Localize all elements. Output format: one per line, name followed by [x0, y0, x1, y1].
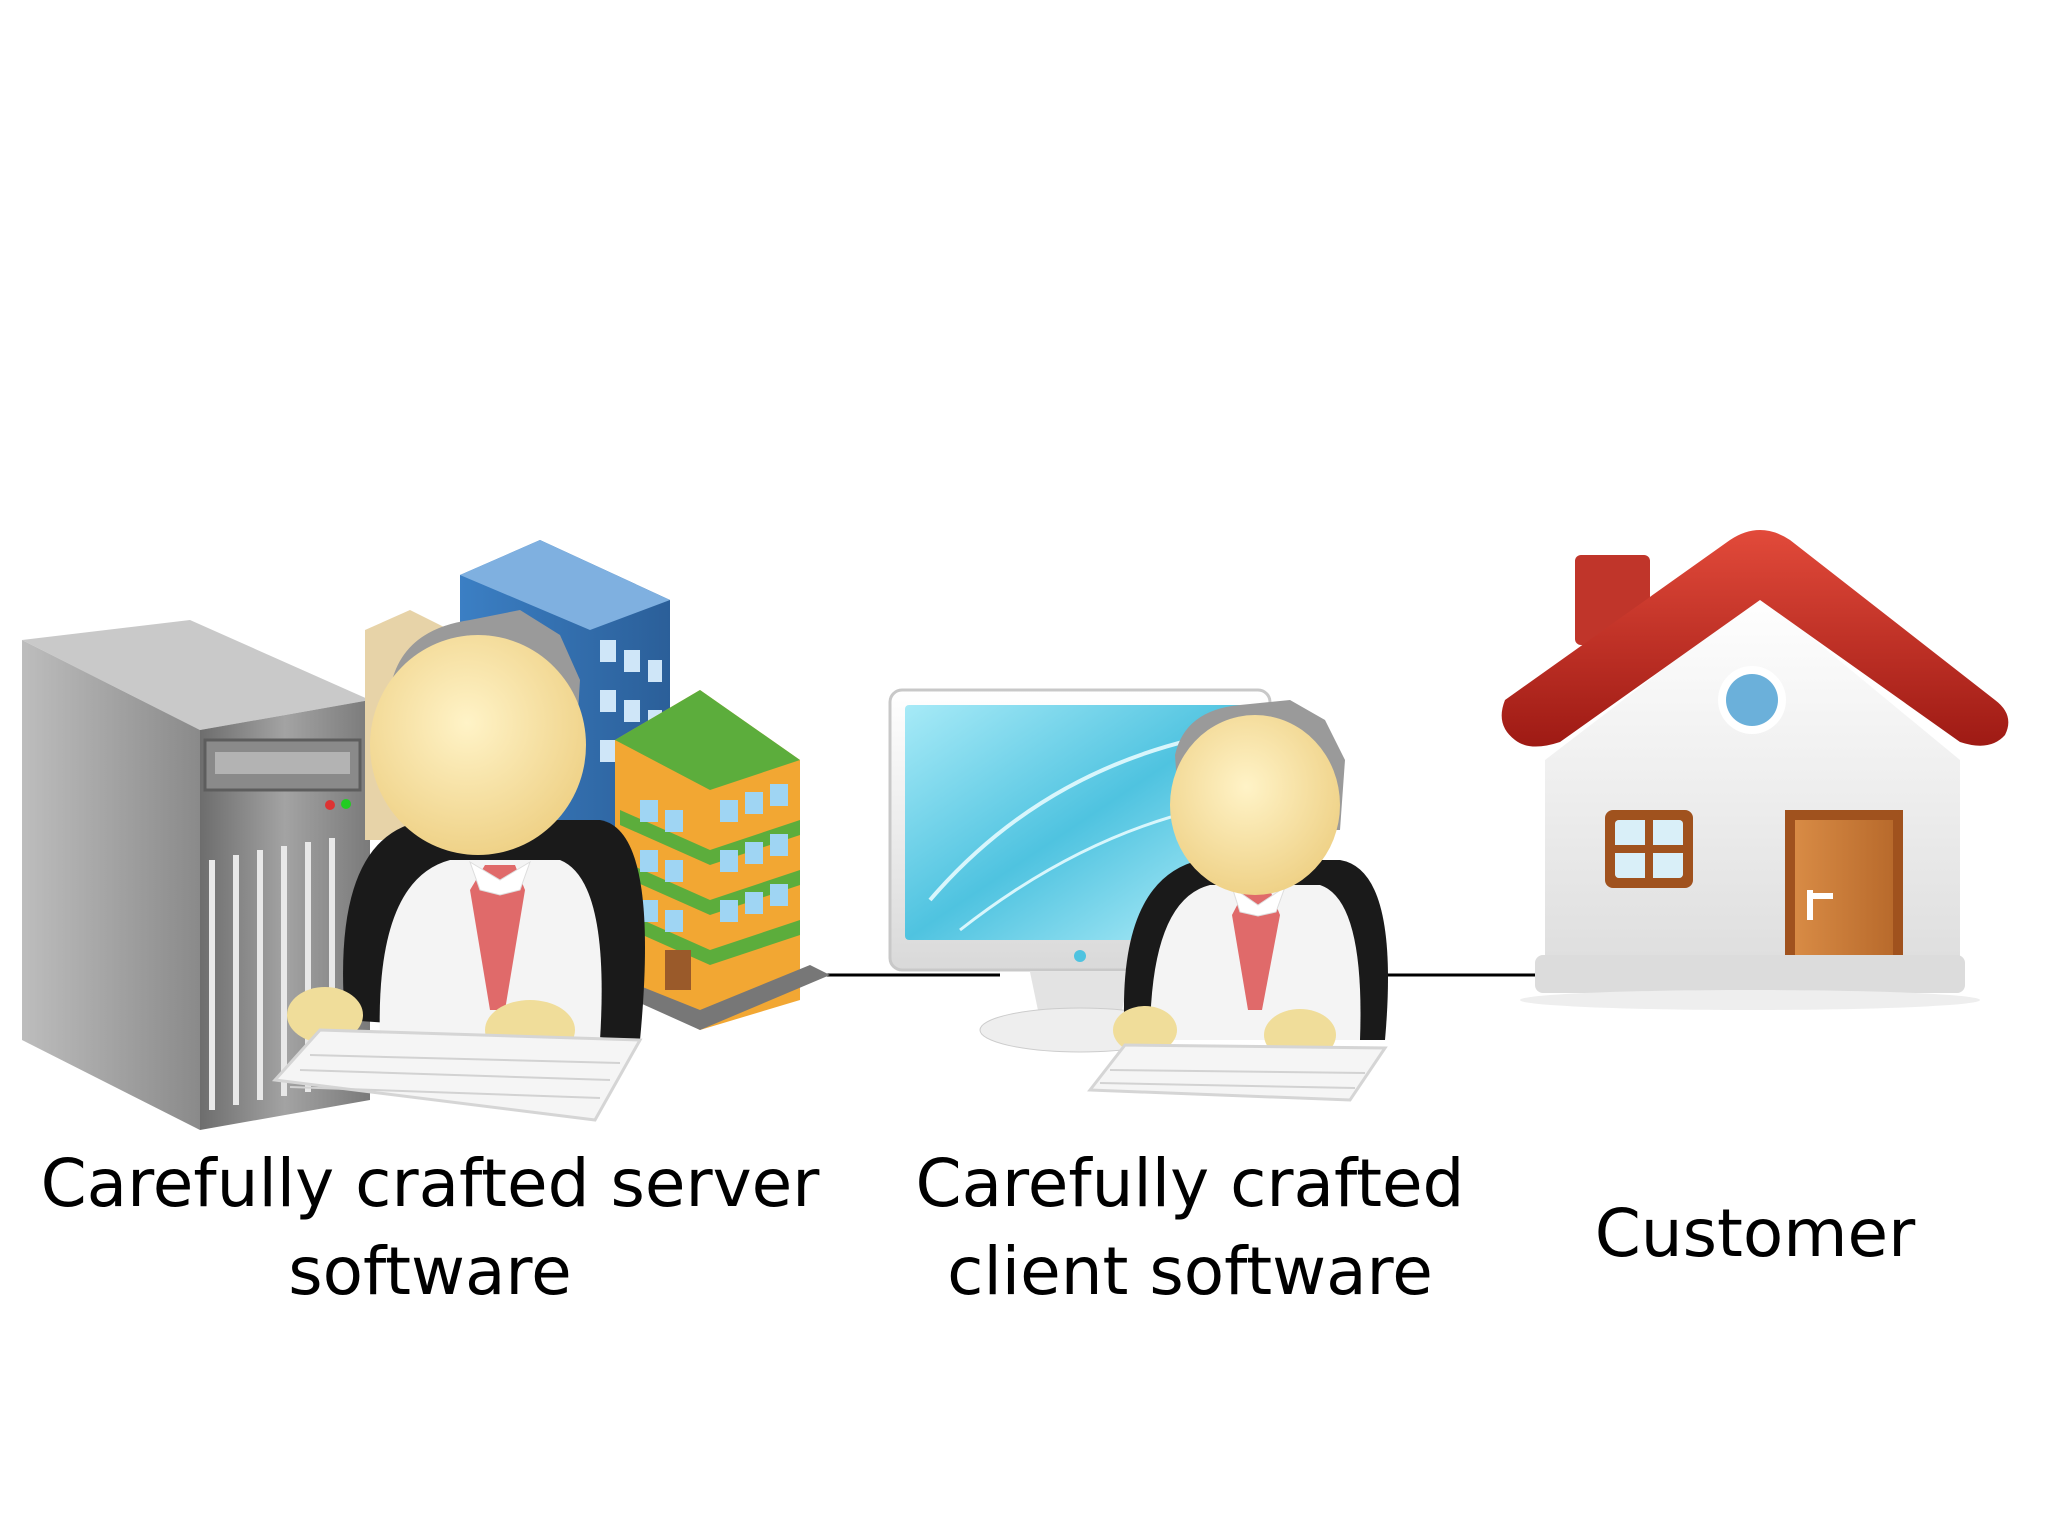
customer-label: Customer	[1594, 1195, 1916, 1272]
customer-house-icon	[1501, 530, 2009, 1010]
client-developer-icon	[1087, 700, 1388, 1102]
server-node-illustration	[22, 540, 830, 1130]
server-developer-icon	[271, 610, 645, 1122]
client-node-illustration	[888, 688, 1388, 1102]
server-label: Carefully crafted server software	[40, 1145, 820, 1310]
client-label: Carefully crafted client software	[915, 1145, 1465, 1310]
